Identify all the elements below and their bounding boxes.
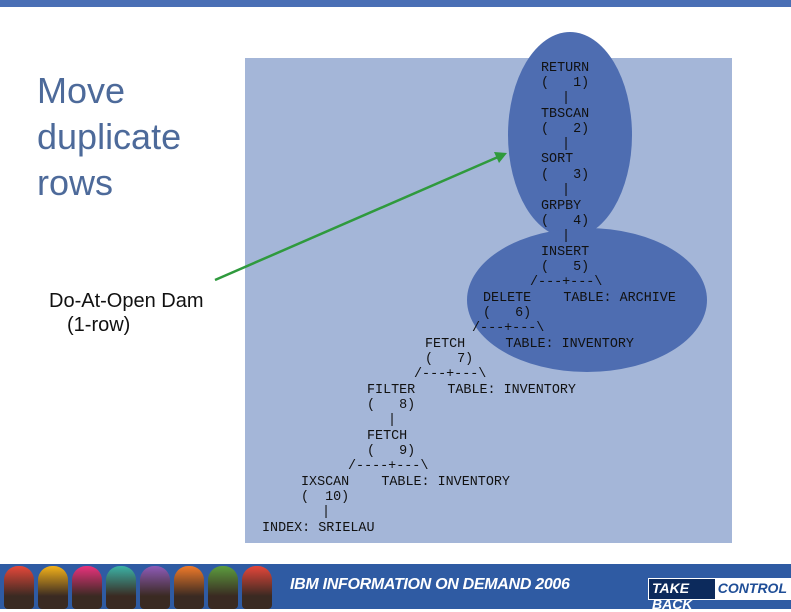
plan-line: ( 6) (483, 306, 532, 321)
logo-text-part2: CONTROL (714, 579, 790, 599)
plan-line: IXSCAN TABLE: INVENTORY (301, 475, 510, 490)
plan-line: ( 4) (541, 214, 590, 229)
plan-line: ( 1) (541, 76, 590, 91)
plan-line: /----+---\ (348, 459, 429, 474)
plan-line: /---+---\ (472, 321, 545, 336)
person-photo (106, 566, 136, 609)
plan-line: DELETE TABLE: ARCHIVE (483, 291, 676, 306)
plan-line: FILTER TABLE: INVENTORY (367, 383, 576, 398)
plan-line: TBSCAN (541, 107, 590, 122)
plan-line: | (562, 137, 571, 152)
plan-line: RETURN (541, 61, 590, 76)
plan-line: FETCH (367, 429, 408, 444)
plan-line: GRPBY (541, 199, 582, 214)
person-photo (242, 566, 272, 609)
plan-line: FETCH TABLE: INVENTORY (425, 337, 634, 352)
plan-line: /---+---\ (414, 367, 487, 382)
photo-strip (0, 564, 276, 609)
plan-line: | (562, 91, 571, 106)
plan-line: | (322, 505, 331, 520)
logo-text-part1: TAKE BACK (649, 579, 715, 612)
plan-line: | (562, 183, 571, 198)
callout-line: (1-row) (67, 314, 131, 336)
title-line: rows (37, 162, 114, 203)
title-line: Move (37, 70, 126, 111)
title-line: duplicate (37, 116, 182, 157)
plan-line: ( 3) (541, 168, 590, 183)
conference-title: IBM INFORMATION ON DEMAND 2006 (290, 576, 570, 593)
person-photo (38, 566, 68, 609)
person-photo (4, 566, 34, 609)
plan-line: ( 9) (367, 444, 416, 459)
plan-line: | (562, 229, 571, 244)
plan-line: /---+---\ (530, 275, 603, 290)
plan-line: ( 10) (301, 490, 350, 505)
access-plan-text: RETURN ( 1) | TBSCAN ( 2) | SORT ( 3) | … (0, 0, 676, 536)
slide-title: Move duplicate rows (37, 68, 237, 206)
callout-label: Do-At-Open Dam (1-row) (49, 289, 249, 337)
plan-line: INDEX: SRIELAU (262, 521, 375, 536)
person-photo (208, 566, 238, 609)
person-photo (174, 566, 204, 609)
plan-line: | (388, 413, 397, 428)
top-accent-bar (0, 0, 791, 7)
plan-line: ( 2) (541, 122, 590, 137)
footer-banner: IBM INFORMATION ON DEMAND 2006 TAKE BACK… (0, 564, 791, 612)
plan-line: SORT (541, 152, 574, 167)
plan-line: ( 8) (367, 398, 416, 413)
plan-line: ( 5) (541, 260, 590, 275)
plan-line: ( 7) (425, 352, 474, 367)
plan-line: INSERT (541, 245, 590, 260)
take-back-control-logo: TAKE BACK CONTROL (648, 578, 791, 612)
person-photo (140, 566, 170, 609)
person-photo (72, 566, 102, 609)
callout-line: Do-At-Open Dam (49, 290, 204, 312)
